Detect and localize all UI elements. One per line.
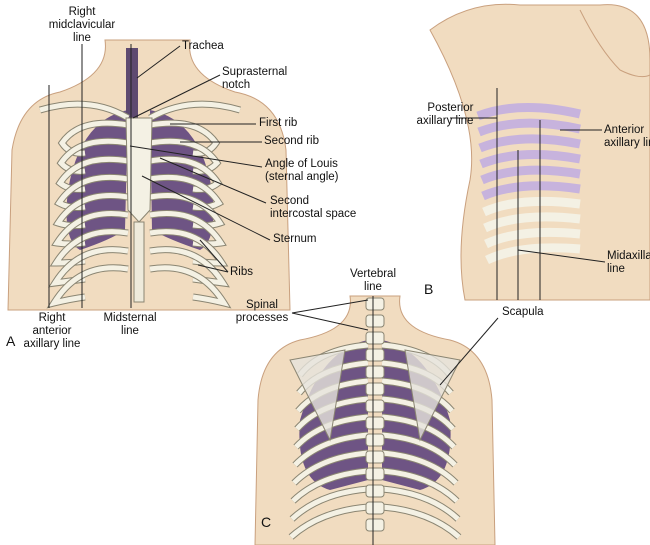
label-line: anterior (32, 325, 72, 337)
label-line: Vertebral (349, 268, 397, 280)
anterior-chest-illustration (7, 39, 291, 311)
rib (381, 468, 459, 503)
rib (476, 102, 582, 121)
vertebra (365, 297, 385, 311)
label-ribs: Ribs (230, 266, 254, 278)
left-scapula (404, 349, 461, 442)
label-right-midclavicular-line: Right midclavicular line (49, 6, 115, 45)
rib (48, 265, 129, 307)
rib (482, 196, 581, 217)
rib (484, 227, 581, 249)
label-line: processes (235, 312, 289, 324)
label-line: Angle of Louis (265, 158, 338, 170)
vertebra (365, 450, 385, 464)
label-line: axillary line (604, 137, 650, 149)
label-scapula: Scapula (502, 306, 544, 318)
label-midsternal-line: Midsternal line (103, 312, 156, 338)
vertebra (365, 314, 385, 328)
label-right-anterior-axillary-line: Right anterior axillary line (24, 312, 81, 351)
vertebra (365, 433, 385, 447)
label-second-intercostal-space: Second intercostal space (270, 195, 356, 221)
rib (58, 120, 129, 156)
rib (289, 504, 369, 539)
label-line: Anterior (604, 124, 645, 136)
label-line: line (121, 325, 139, 337)
label-line: notch (222, 79, 251, 91)
trachea-shape (126, 48, 138, 118)
vertebra (365, 416, 385, 430)
rib (292, 450, 369, 485)
rib (479, 150, 581, 169)
label-suprasternal-notch: Suprasternal notch (222, 66, 287, 92)
panel-letter-a: A (6, 333, 16, 349)
label-line: Midaxillary (607, 250, 650, 262)
rib (149, 265, 230, 307)
label-line: Second (270, 195, 310, 207)
label-line: (sternal angle) (265, 171, 339, 183)
vertebra (365, 501, 385, 515)
label-line: axillary line (23, 338, 81, 350)
label-trachea: Trachea (182, 40, 224, 52)
rib (149, 120, 220, 156)
vertebra (365, 484, 385, 498)
label-line: Posterior (427, 102, 474, 114)
posterior-chest-illustration (254, 295, 496, 545)
label-spinal-processes: Spinal processes (236, 299, 288, 325)
label-vertebral-line: Vertebral line (350, 268, 396, 294)
label-second-rib: Second rib (264, 135, 319, 147)
label-line: line (607, 263, 625, 275)
rib (381, 450, 458, 485)
label-sternum: Sternum (273, 233, 317, 245)
vertebra (365, 331, 385, 345)
label-line: Midsternal (103, 312, 157, 324)
label-line: line (364, 281, 382, 293)
vertebra (365, 382, 385, 396)
label-posterior-axillary-line: Posterior axillary line (417, 102, 474, 128)
label-line: Spinal (246, 299, 278, 311)
rib (483, 212, 581, 233)
label-line: axillary line (416, 115, 474, 127)
label-angle-of-louis: Angle of Louis (sternal angle) (265, 158, 339, 184)
vertebra (365, 348, 385, 362)
rib (293, 432, 369, 467)
rib (381, 486, 460, 521)
vertebra (365, 518, 385, 532)
label-line: Right (68, 6, 96, 18)
panel-letter-c: C (261, 514, 272, 530)
label-line: intercostal space (270, 208, 357, 220)
label-line: line (73, 32, 91, 44)
label-midaxillary-line: Midaxillary line (607, 250, 650, 276)
rib (485, 243, 581, 265)
rib (480, 165, 581, 185)
label-line: Suprasternal (222, 66, 288, 78)
rib (290, 486, 369, 521)
vertebra (365, 365, 385, 379)
vertebra (365, 467, 385, 481)
rib (381, 432, 457, 467)
rib (291, 468, 369, 503)
label-first-rib: First rib (259, 117, 298, 129)
label-anterior-axillary-line: Anterior axillary line (604, 124, 650, 150)
rib (481, 181, 581, 201)
rib (478, 134, 581, 153)
label-line: Right (38, 312, 66, 324)
vertebra (365, 399, 385, 413)
label-line: midclavicular (48, 19, 116, 31)
rib (477, 118, 581, 137)
panel-letter-b: B (424, 281, 434, 297)
right-scapula (289, 349, 346, 442)
rib (381, 504, 461, 539)
